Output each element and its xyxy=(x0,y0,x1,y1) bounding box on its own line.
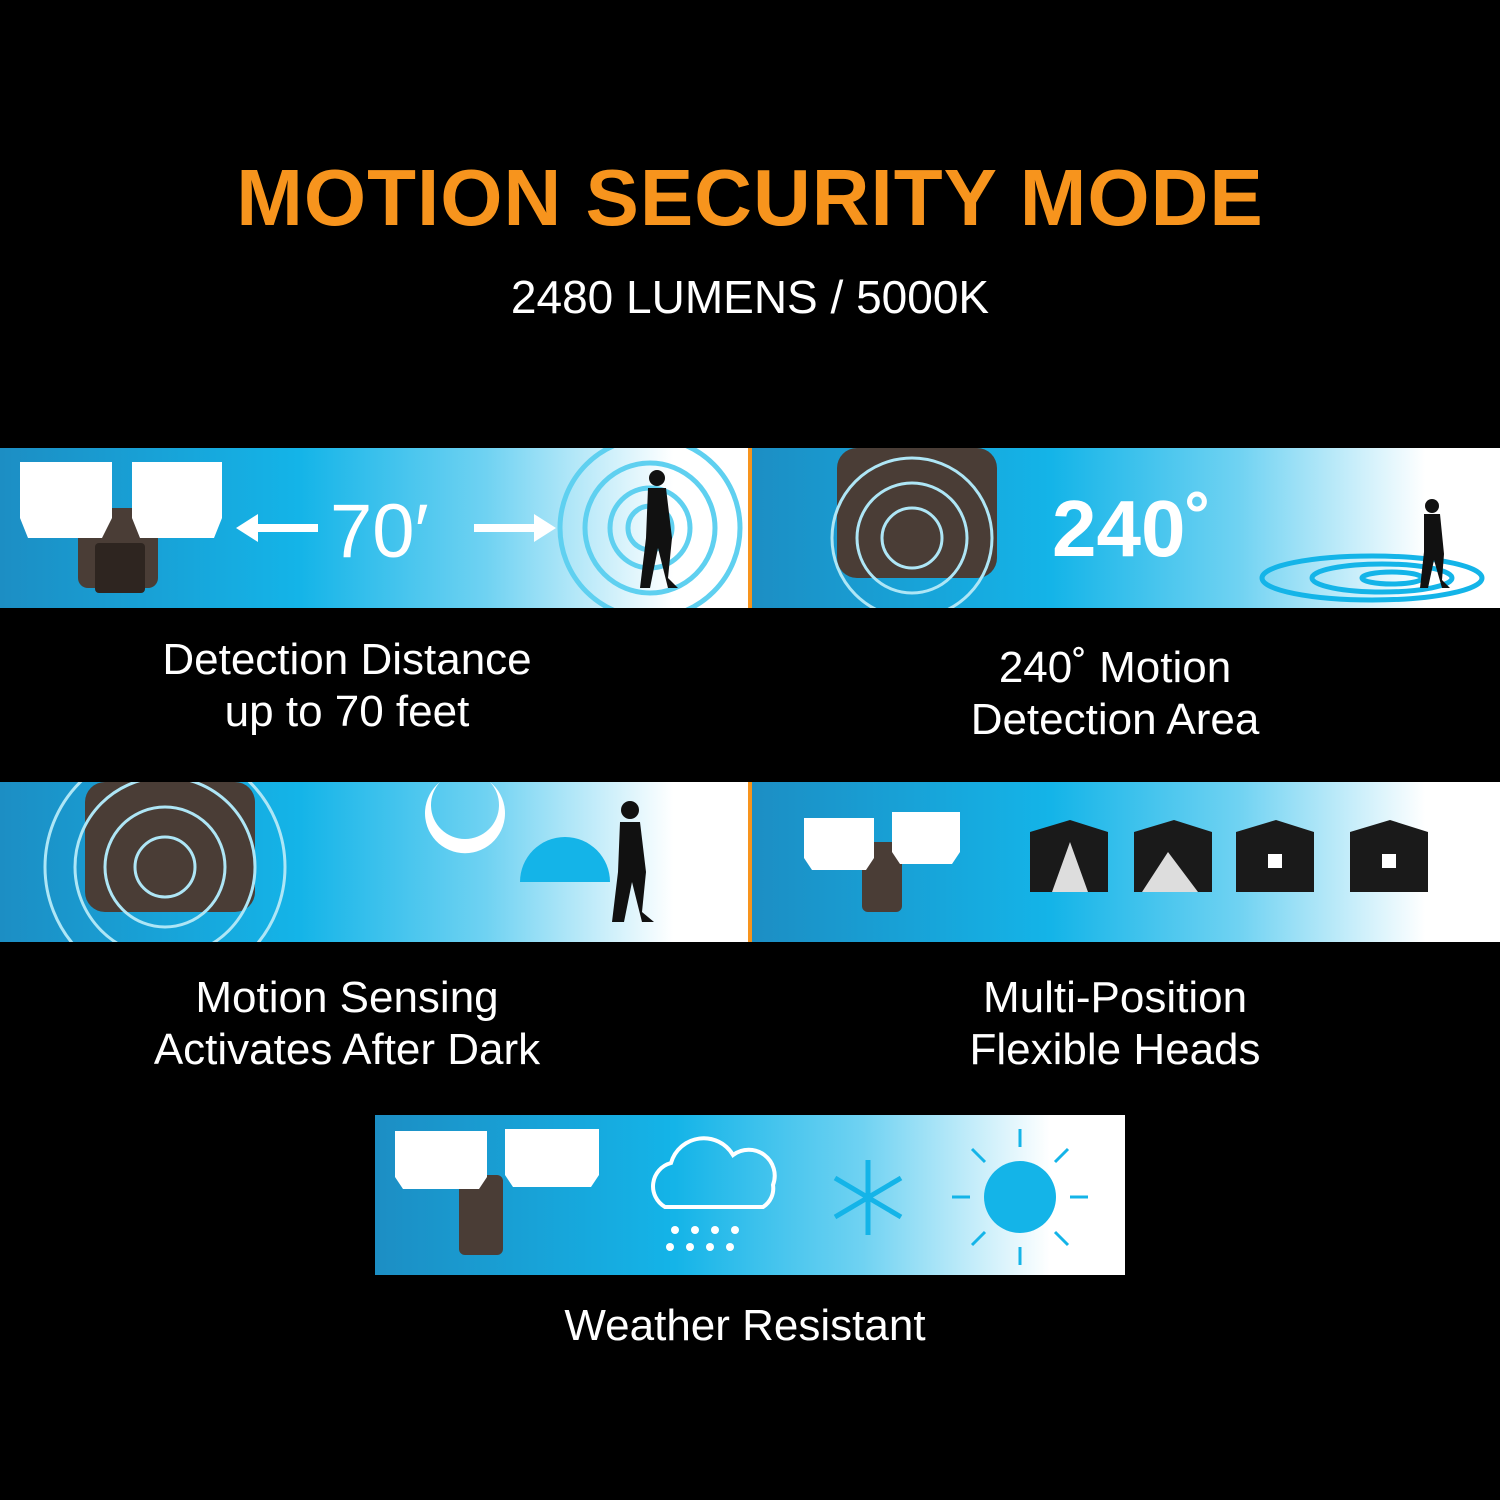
sun-icon xyxy=(520,837,610,882)
walking-person-icon xyxy=(612,801,654,922)
angle-label: 240˚ xyxy=(1052,484,1213,573)
motion-area-panel: 240˚ xyxy=(752,448,1500,608)
sun-icon xyxy=(984,1161,1056,1233)
walking-person-icon xyxy=(640,470,678,588)
floodlight-icon xyxy=(20,448,743,608)
moon-icon xyxy=(425,782,505,854)
detection-distance-panel: 70′ xyxy=(0,448,748,608)
after-dark-panel xyxy=(0,782,748,942)
houses-icon xyxy=(804,812,1428,912)
divider xyxy=(748,782,752,942)
rain-cloud-icon xyxy=(651,1136,777,1209)
flexible-heads-panel xyxy=(752,782,1500,942)
weather-icons xyxy=(395,1129,1088,1265)
page-subtitle: 2480 LUMENS / 5000K xyxy=(510,271,990,323)
divider xyxy=(748,448,752,608)
distance-label: 70′ xyxy=(330,489,429,574)
walking-person-icon xyxy=(1420,499,1450,588)
snowflake-icon xyxy=(833,1160,903,1235)
feature-caption: Weather Resistant xyxy=(564,1301,926,1350)
weather-panel xyxy=(375,1115,1125,1275)
motion-sensor-icon xyxy=(830,448,1485,608)
dusk-icon xyxy=(43,782,654,942)
page-title: MOTION SECURITY MODE xyxy=(236,153,1264,242)
